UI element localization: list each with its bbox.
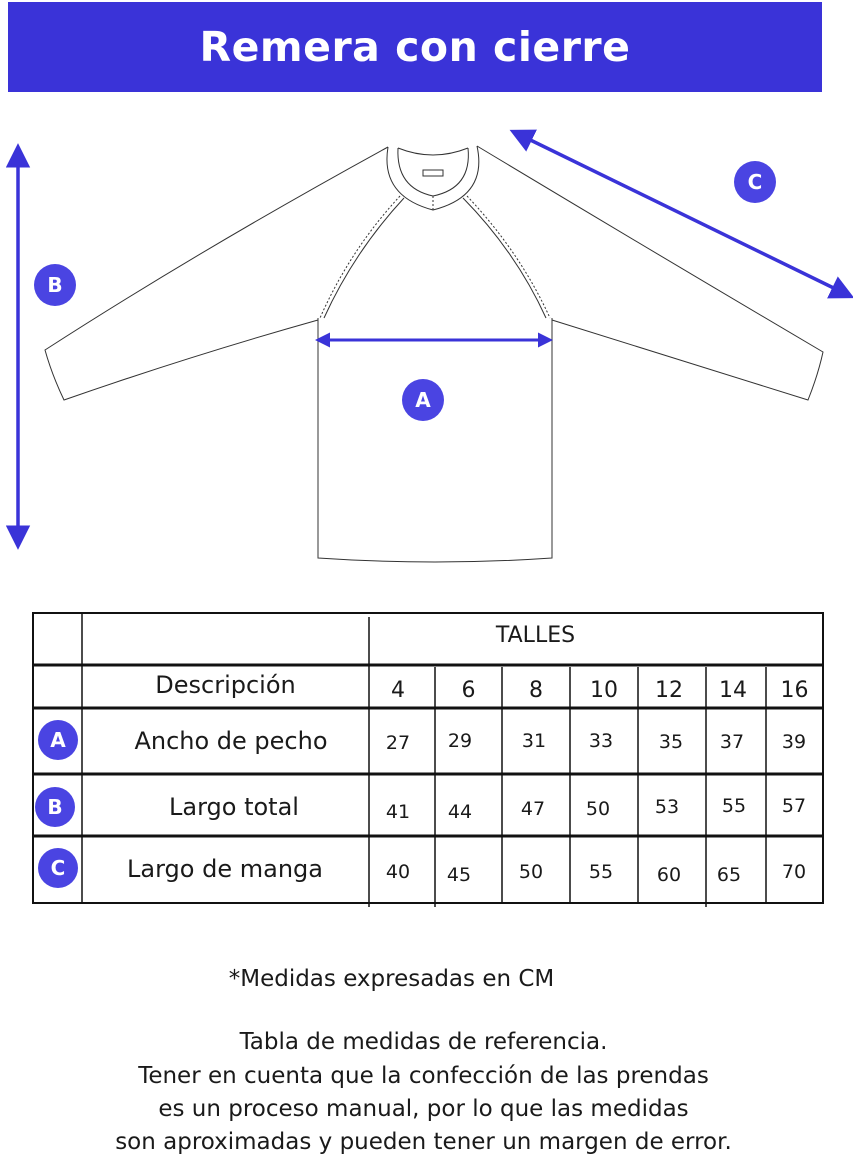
- size-header: 10: [590, 677, 618, 703]
- table-group-header: TALLES: [495, 622, 576, 648]
- size-header: 4: [391, 677, 405, 703]
- table-cell: 45: [446, 864, 472, 886]
- page-title: Remera con cierre: [199, 23, 631, 71]
- table-cell: 31: [521, 730, 547, 752]
- table-cell: 55: [721, 795, 747, 817]
- table-cell: 57: [781, 795, 807, 817]
- table-cell: 55: [588, 861, 614, 883]
- badge-b: B: [34, 264, 76, 306]
- size-table: [32, 612, 824, 907]
- size-header: 14: [719, 677, 747, 703]
- disclaimer-line: es un proceso manual, por lo que las med…: [158, 1096, 689, 1122]
- table-cell: 39: [781, 731, 807, 753]
- disclaimer-line: Tener en cuenta que la confección de las…: [138, 1063, 709, 1089]
- row-label-total-length: Largo total: [169, 793, 299, 821]
- table-cell: 37: [719, 731, 745, 753]
- shirt-body: [317, 318, 553, 563]
- table-cell: 53: [654, 796, 680, 818]
- table-cell: 65: [716, 864, 742, 886]
- title-banner: Remera con cierre: [8, 2, 822, 92]
- table-cell: 44: [447, 801, 473, 823]
- units-footnote: *Medidas expresadas en CM: [228, 966, 555, 992]
- size-header: 6: [461, 677, 476, 703]
- table-cell: 29: [447, 730, 473, 752]
- size-header: 12: [655, 677, 683, 703]
- table-cell: 50: [518, 861, 544, 883]
- row-key-b: B: [35, 787, 75, 827]
- row-label-chest-width: Ancho de pecho: [134, 727, 328, 755]
- table-cell: 41: [385, 801, 411, 823]
- size-header: 8: [529, 677, 543, 703]
- arrow-c: [509, 129, 853, 299]
- table-cell: 33: [588, 730, 614, 752]
- size-header: 16: [780, 677, 809, 703]
- left-sleeve: [44, 146, 389, 401]
- row-key-c: C: [38, 848, 78, 888]
- row-key-a: A: [38, 720, 78, 760]
- table-cell: 50: [585, 798, 611, 820]
- table-cell: 60: [656, 864, 682, 886]
- badge-c: C: [734, 161, 776, 203]
- row-label-sleeve-length: Largo de manga: [127, 855, 323, 883]
- garment-diagram: [5, 129, 853, 563]
- badge-a: A: [402, 379, 444, 421]
- table-cell: 70: [781, 861, 807, 883]
- table-cell: 47: [520, 798, 546, 820]
- shirt-outline: [44, 145, 824, 563]
- description-header: Descripción: [155, 671, 296, 699]
- table-cell: 35: [658, 731, 684, 753]
- disclaimer-line: son aproximadas y pueden tener un margen…: [115, 1129, 732, 1155]
- table-cell: 27: [385, 732, 411, 754]
- disclaimer-line: Tabla de medidas de referencia.: [239, 1029, 608, 1055]
- table-cell: 40: [385, 861, 411, 883]
